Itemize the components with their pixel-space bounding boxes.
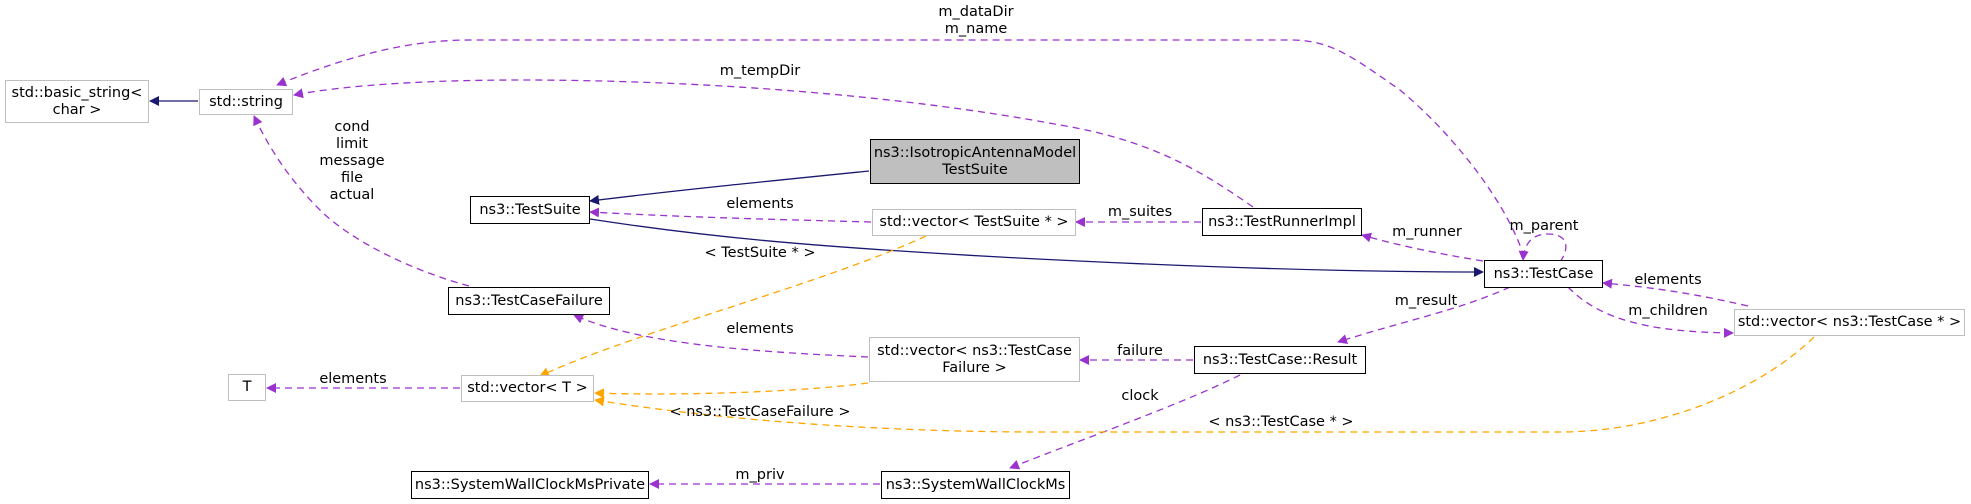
- label-tempdir: m_tempDir: [720, 63, 801, 79]
- node-std-basic-string[interactable]: std::basic_string< char >: [5, 80, 149, 123]
- label-tmpl-failure: < ns3::TestCaseFailure >: [669, 404, 850, 420]
- edge-testsuite-inherits-testcase: [589, 218, 1484, 277]
- node-std-string[interactable]: std::string: [199, 89, 293, 115]
- label-message: message: [319, 153, 384, 169]
- node-vector-testcasefailure[interactable]: std::vector< ns3::TestCase Failure >: [869, 337, 1080, 382]
- node-vector-testsuite[interactable]: std::vector< TestSuite * >: [872, 209, 1076, 236]
- label-cond: cond: [334, 119, 369, 135]
- label-result: m_result: [1395, 293, 1458, 309]
- label-limit: limit: [336, 136, 368, 152]
- edge-result-clock: [1009, 374, 1241, 470]
- edge-isotropic-inherits-testsuite: [589, 170, 870, 205]
- label-suites: m_suites: [1108, 204, 1172, 220]
- edge-template-failure: [594, 382, 869, 399]
- edge-template-testcase: [594, 336, 1815, 433]
- label-priv: m_priv: [735, 467, 785, 483]
- node-testrunnerimpl[interactable]: ns3::TestRunnerImpl: [1202, 208, 1362, 236]
- edge-vec-testcase-elements: [1602, 278, 1749, 307]
- label-failure: failure: [1117, 343, 1163, 359]
- label-clock: clock: [1121, 388, 1159, 404]
- label-elements-t: elements: [319, 371, 386, 387]
- edge-datadir-name: [276, 39, 1525, 258]
- label-elements-suite: elements: [726, 196, 793, 212]
- node-testcase-result[interactable]: ns3::TestCase::Result: [1194, 346, 1366, 374]
- label-datadir: m_dataDir: [938, 4, 1013, 20]
- edge-tempdir: [293, 79, 1254, 208]
- label-tmpl-testcase: < ns3::TestCase * >: [1208, 414, 1353, 430]
- node-testcase[interactable]: ns3::TestCase: [1484, 260, 1603, 288]
- label-runner: m_runner: [1392, 224, 1462, 240]
- node-systemwallclockmsprivate[interactable]: ns3::SystemWallClockMsPrivate: [411, 471, 649, 499]
- label-children: m_children: [1628, 303, 1708, 319]
- label-file: file: [341, 170, 363, 186]
- label-elements-failure: elements: [726, 321, 793, 337]
- edge-testcase-runner: [1361, 232, 1484, 262]
- edge-testcase-parent-loop: [1518, 233, 1567, 263]
- node-vector-t[interactable]: std::vector< T >: [461, 375, 594, 402]
- node-systemwallclockms[interactable]: ns3::SystemWallClockMs: [881, 471, 1070, 499]
- label-elements-case: elements: [1634, 272, 1701, 288]
- edge-vec-testsuite-elements: [589, 207, 872, 223]
- node-vector-testcase[interactable]: std::vector< ns3::TestCase * >: [1734, 309, 1965, 336]
- label-actual: actual: [330, 187, 375, 203]
- node-testsuite[interactable]: ns3::TestSuite: [470, 196, 590, 224]
- edge-failure-fields: [253, 115, 470, 287]
- label-tmpl-testsuite: < TestSuite * >: [705, 245, 816, 261]
- edge-template-testsuite: [539, 235, 927, 377]
- label-name: m_name: [945, 21, 1008, 37]
- node-isotropic-antenna-model-testsuite[interactable]: ns3::IsotropicAntennaModel TestSuite: [870, 139, 1080, 184]
- edge-failure-elements: [573, 314, 869, 358]
- edge-testcase-children: [1567, 286, 1734, 338]
- node-testcasefailure[interactable]: ns3::TestCaseFailure: [448, 287, 610, 315]
- node-t[interactable]: T: [228, 374, 266, 401]
- label-parent: m_parent: [1510, 218, 1579, 234]
- edge-testcase-result: [1337, 286, 1511, 344]
